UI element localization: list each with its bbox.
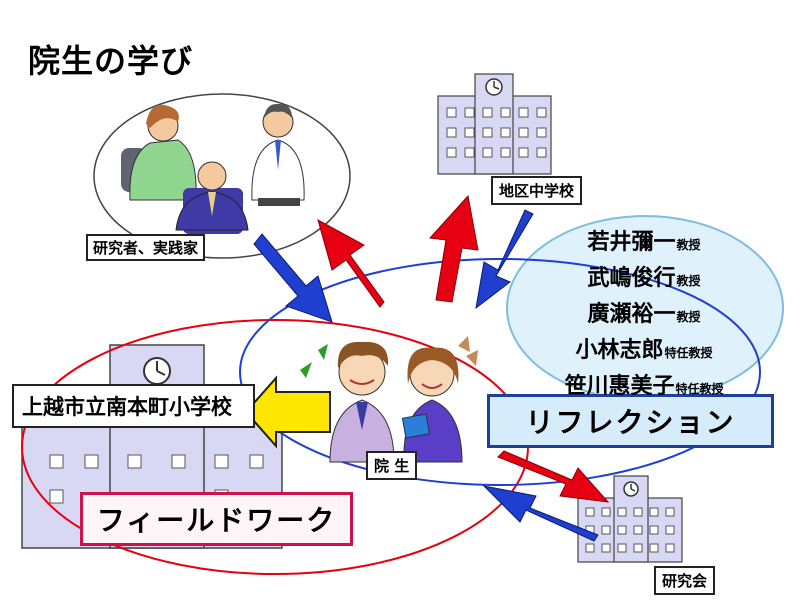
professor-entry: 武嶋俊行教授 xyxy=(520,262,768,298)
professor-role: 特任教授 xyxy=(675,382,724,396)
professor-role: 教授 xyxy=(676,238,701,252)
professor-name: 廣瀬裕一 xyxy=(587,302,676,327)
graduate-students-illustration xyxy=(300,336,478,463)
researchers-group xyxy=(93,93,351,259)
reflection-label: リフレクション xyxy=(487,394,774,448)
professor-entry: 廣瀬裕一教授 xyxy=(520,298,768,334)
professor-role: 特任教授 xyxy=(664,346,713,360)
professor-name: 小林志郎 xyxy=(575,338,664,363)
professor-entry: 笹川惠美子特任教授 xyxy=(520,370,768,406)
researchers-label: 研究者、実践家 xyxy=(86,234,206,261)
professor-name: 若井彌一 xyxy=(587,230,676,255)
school-label: 上越市立南本町小学校 xyxy=(12,384,255,428)
professor-entry: 小林志郎特任教授 xyxy=(520,334,768,370)
arrow-from-study-group xyxy=(482,485,599,542)
arrow-to-school xyxy=(244,375,331,449)
arrow-to-district-school xyxy=(428,194,479,303)
arrows xyxy=(244,194,610,542)
arrow-from-researchers xyxy=(253,233,333,323)
arrow-to-researchers xyxy=(317,218,385,308)
page-title: 院生の学び xyxy=(28,42,194,80)
professor-name: 武嶋俊行 xyxy=(587,266,676,291)
professor-role: 教授 xyxy=(676,274,701,288)
study-group-building-icon xyxy=(577,475,683,563)
arrow-to-study-group xyxy=(497,450,610,503)
professor-name: 笹川惠美子 xyxy=(564,374,675,399)
professor-entry: 若井彌一教授 xyxy=(520,226,768,262)
graduate-student-label: 院 生 xyxy=(366,451,418,480)
study-group-label: 研究会 xyxy=(654,566,716,595)
professor-role: 教授 xyxy=(676,310,701,324)
district-school-building-icon xyxy=(437,73,552,175)
reflection-ring xyxy=(239,258,761,486)
professor-list: 若井彌一教授 武嶋俊行教授 廣瀬裕一教授 小林志郎特任教授 笹川惠美子特任教授 xyxy=(520,226,768,406)
fieldwork-label: フィールドワーク xyxy=(80,492,353,546)
district-school-label: 地区中学校 xyxy=(491,176,583,205)
arrow-from-district-school xyxy=(475,209,534,310)
